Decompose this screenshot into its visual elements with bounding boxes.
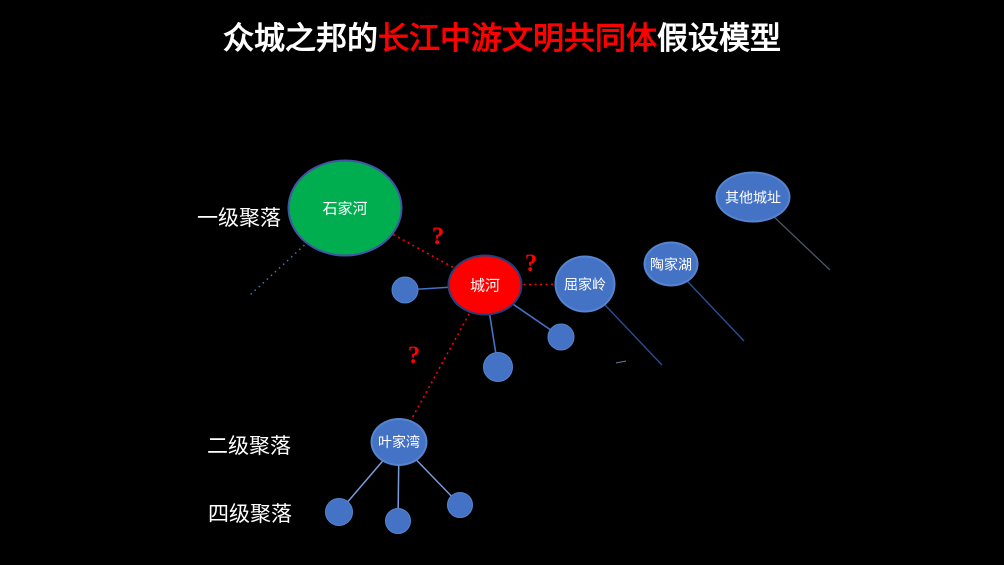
node-qujialing-label: 屈家岭	[564, 276, 606, 292]
node-qita: 其他城址	[715, 171, 791, 223]
edge-small-dash	[615, 360, 627, 364]
title-part-red: 长江中游文明共同体	[378, 21, 657, 56]
row-label-level4: 四级聚落	[208, 502, 292, 526]
node-chenghe-label: 城河	[469, 277, 500, 295]
title-part-white-1: 众城之邦的	[223, 21, 378, 56]
node-qita-label: 其他城址	[725, 189, 781, 205]
uncertainty-mark-chenghe-yejiawan: ?	[407, 342, 421, 369]
node-chenghe: 城河	[447, 254, 523, 316]
node-yejiawan: 叶家湾	[370, 418, 428, 466]
row-label-level1: 一级聚落	[197, 206, 281, 230]
slide-title: 众城之邦的长江中游文明共同体假设模型	[0, 22, 1004, 56]
edge-chenghe-yejiawan-uncertain	[398, 284, 486, 443]
level4-node-2	[385, 508, 411, 534]
satellite-node-left-of-chenghe	[391, 276, 419, 304]
node-yejiawan-label: 叶家湾	[378, 434, 420, 450]
satellite-node-right-of-chenghe	[547, 323, 575, 351]
level4-node-3	[447, 492, 473, 518]
uncertainty-mark-chenghe-qujialing: ?	[524, 250, 538, 277]
node-shijiahe: 石家河	[287, 159, 403, 257]
level4-node-1	[325, 498, 353, 526]
row-label-level2: 二级聚落	[207, 434, 291, 458]
node-taojiahu: 陶家湖	[643, 241, 699, 287]
title-part-white-2: 假设模型	[657, 21, 781, 56]
node-shijiahe-label: 石家河	[322, 200, 368, 218]
node-taojiahu-label: 陶家湖	[650, 256, 692, 272]
uncertainty-mark-shijiahe-chenghe: ?	[431, 223, 445, 250]
node-qujialing: 屈家岭	[554, 255, 616, 313]
satellite-node-below-chenghe	[483, 352, 513, 382]
